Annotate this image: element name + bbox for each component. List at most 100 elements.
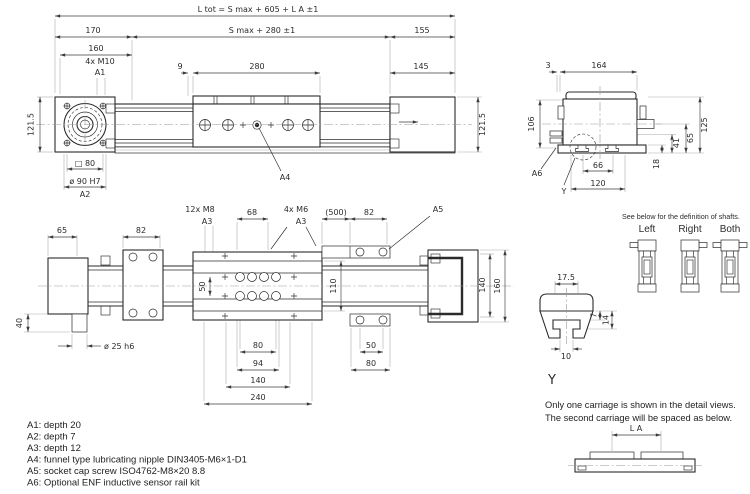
label-a4: A4 — [280, 173, 291, 182]
dim-121-5-right: 121.5 — [478, 113, 487, 136]
dim-66: 66 — [593, 161, 603, 170]
dim-50-rail: 50 — [366, 341, 376, 350]
plan-drive-shaft-stub — [71, 313, 88, 333]
dim-170: 170 — [85, 26, 100, 35]
note-a3: A3: depth 12 — [27, 443, 81, 454]
dim-164: 164 — [591, 61, 606, 70]
a4-leader — [258, 127, 282, 172]
plan-view: 65 82 12x M8 A3 68 4x M6 A3 (500) 82 A5 … — [15, 205, 514, 406]
note-a1: A1: depth 20 — [27, 420, 81, 431]
dim-120: 120 — [590, 179, 605, 188]
dim-94: 94 — [253, 359, 263, 368]
dim-240: 240 — [250, 393, 265, 402]
shaft-legend-note: See below for the definition of shafts. — [622, 212, 740, 221]
lubricating-nipple — [252, 120, 262, 130]
carriage-1 — [589, 451, 635, 460]
side-dimensions — [38, 14, 480, 189]
dim-145: 145 — [413, 62, 428, 71]
dim-280: 280 — [249, 62, 264, 71]
dim-40: 40 — [15, 318, 24, 328]
sensor-rail-top — [321, 245, 391, 259]
end-view: 3 164 106 125 65 41 18 66 120 A6 Y — [527, 61, 709, 196]
dim-82-right: 82 — [364, 208, 374, 217]
shaft-option-both: Both — [720, 224, 741, 235]
detail-view-y: 17.5 7 14 10 Y — [539, 273, 617, 388]
dim-500-ref: (500) — [325, 208, 347, 217]
label-a3-top: A3 — [296, 217, 307, 226]
t-slot-left — [575, 144, 589, 152]
label-y-callout: Y — [561, 187, 567, 196]
label-12x-m8: 12x M8 — [185, 205, 214, 214]
dim-121-5-left: 121.5 — [27, 113, 36, 136]
dim-160-block: 160 — [493, 278, 502, 293]
spacing-sketch — [568, 431, 702, 473]
dim-65-plan: 65 — [57, 226, 67, 235]
plan-geometry — [38, 245, 514, 333]
flange-screws — [63, 102, 107, 147]
dim-smax-280: S max + 280 ±1 — [229, 26, 295, 35]
detail-y-label: Y — [547, 373, 556, 388]
dim-110: 110 — [329, 278, 338, 293]
t-slot-right — [605, 144, 619, 152]
carriage-side — [192, 95, 321, 148]
plan-left-plate — [122, 249, 164, 321]
dim-7: 7 — [590, 313, 599, 318]
label-a3-left: A3 — [202, 217, 213, 226]
carriage-2 — [640, 451, 684, 460]
dim-square-80: □ 80 — [75, 159, 95, 168]
sensor-rail — [549, 130, 563, 144]
dim-shaft-25h6: ø 25 h6 — [104, 342, 134, 351]
base-plate — [557, 144, 647, 154]
plan-idler-block — [427, 249, 479, 323]
note-a4: A4: funnel type lubricating nipple DIN34… — [27, 455, 247, 466]
dim-80-rail: 80 — [366, 359, 376, 368]
label-4x-m6: 4x M6 — [284, 205, 308, 214]
dim-160: 160 — [88, 44, 103, 53]
dim-140-holes: 140 — [250, 376, 265, 385]
plan-dimensions — [26, 215, 507, 406]
dim-total-length: L tot = S max + 605 + L A ±1 — [198, 5, 319, 14]
label-4x-m10: 4x M10 — [85, 57, 114, 66]
dim-50-carriage: 50 — [198, 281, 207, 291]
dim-140-block: 140 — [478, 277, 487, 292]
note-a2: A2: depth 7 — [27, 432, 76, 443]
detail-circle-y — [569, 133, 597, 161]
side-view: L tot = S max + 605 + L A ±1 170 S max +… — [27, 5, 488, 199]
carriage-spacing-view: Only one carriage is shown in the detail… — [545, 400, 736, 473]
reference-cross-marks — [240, 122, 274, 128]
dim-125: 125 — [700, 117, 709, 132]
carriage-hole-pattern — [222, 253, 297, 319]
label-a1: A1 — [95, 68, 106, 77]
footnotes: A1: depth 20 A2: depth 7 A3: depth 12 A4… — [27, 420, 247, 489]
m6-leader-2 — [305, 226, 317, 247]
dim-10: 10 — [561, 352, 571, 361]
shaft-icon-left — [629, 239, 657, 293]
spacing-note-line2: The second carriage will be spaced as be… — [545, 413, 732, 423]
label-a2: A2 — [80, 190, 91, 199]
spacing-note-line1: Only one carriage is shown in the detail… — [545, 400, 736, 410]
dim-14: 14 — [602, 315, 611, 325]
profile-geometry — [539, 288, 594, 344]
dim-41: 41 — [672, 138, 681, 148]
note-a6: A6: Optional ENF inductive sensor rail k… — [27, 478, 200, 489]
dim-3: 3 — [545, 61, 550, 70]
carriage-bolts — [199, 119, 314, 131]
dim-18: 18 — [652, 159, 661, 169]
dim-106: 106 — [527, 116, 536, 131]
end-dimensions — [538, 70, 702, 191]
dim-17-5: 17.5 — [557, 273, 575, 282]
note-a5: A5: socket cap screw ISO4762-M8×20 8.8 — [27, 466, 205, 477]
label-a6: A6 — [532, 169, 543, 178]
shaft-icon-right — [680, 239, 708, 293]
dim-bore-90h7: ø 90 H7 — [69, 177, 100, 186]
dim-9: 9 — [177, 62, 182, 71]
end-geometry — [542, 86, 662, 162]
dim-82-left: 82 — [136, 226, 146, 235]
label-a5: A5 — [433, 205, 444, 214]
shaft-option-left: Left — [639, 224, 656, 235]
plan-extension-lines — [24, 222, 509, 401]
dim-65: 65 — [686, 133, 695, 143]
dim-la: L A — [630, 424, 643, 433]
